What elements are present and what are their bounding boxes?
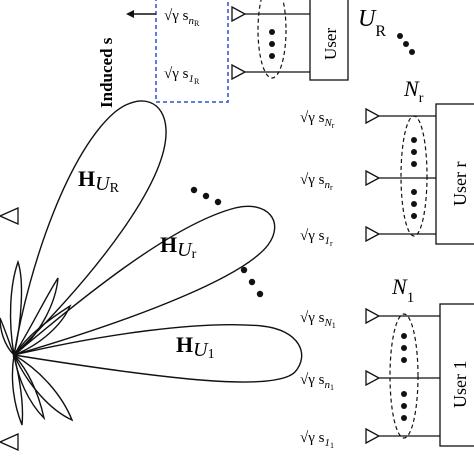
induced-signal-box xyxy=(155,0,229,103)
top-panel: Induced s √γ snR √γ s1R User UR xyxy=(97,0,415,108)
beam-lobe-Ur xyxy=(13,205,276,356)
user-box xyxy=(309,0,349,81)
svg-text:√γ s1R: √γ s1R xyxy=(164,66,200,86)
svg-text:√γ s1r: √γ s1r xyxy=(300,228,333,248)
induced-arrow-head xyxy=(126,10,134,18)
signal-row: √γ sNr xyxy=(300,107,436,130)
antenna-group-ellipse xyxy=(389,313,419,439)
bs-antenna-icon xyxy=(0,206,19,226)
antenna-icon xyxy=(231,63,247,81)
antenna-icon xyxy=(365,307,381,325)
top-signal-2: √γ s1R xyxy=(164,63,310,86)
side-lobe xyxy=(12,352,46,421)
induced-label: Induced s xyxy=(97,37,116,108)
antenna-icon xyxy=(231,5,247,23)
signal-row: √γ snr xyxy=(300,169,436,192)
antenna-icon xyxy=(365,369,381,387)
bs-antenna-icon xyxy=(0,432,19,452)
user-box xyxy=(435,103,474,245)
user-group-1: N1 √γ sN1 √γ sn1 √γ s11 User 1 xyxy=(300,274,474,450)
antenna-count-Nr: Nr xyxy=(403,76,424,106)
side-lobe xyxy=(13,277,59,356)
beam-label-Ur: HUr xyxy=(160,232,197,262)
group-label-UR: UR xyxy=(358,6,386,40)
side-lobe xyxy=(12,304,72,357)
beam-lobe-U1 xyxy=(13,324,303,383)
svg-text:√γ snr: √γ snr xyxy=(300,172,333,192)
side-lobe xyxy=(0,317,15,356)
svg-text:√γ sNr: √γ sNr xyxy=(300,110,335,130)
svg-text:√γ sN1: √γ sN1 xyxy=(300,310,336,330)
beam-lobe-UR xyxy=(12,100,167,358)
signal-row: √γ sn1 xyxy=(300,369,440,392)
signal-row: √γ s11 xyxy=(300,427,440,450)
svg-text:√γ sn1: √γ sn1 xyxy=(300,372,334,392)
antenna-icon xyxy=(365,225,381,243)
side-lobe xyxy=(11,354,24,426)
signal-row: √γ s1r xyxy=(300,225,436,248)
top-signal-1: √γ snR xyxy=(164,5,310,28)
svg-text:√γ snR: √γ snR xyxy=(164,8,200,28)
side-lobe xyxy=(12,353,74,422)
side-lobe xyxy=(9,259,23,356)
beam-pattern xyxy=(0,100,303,426)
beam-label-UR: HUR xyxy=(78,166,120,196)
antenna-group-ellipse xyxy=(257,0,287,79)
user-label: User 1 xyxy=(450,361,470,409)
user-label: User r xyxy=(450,162,470,206)
signal-row: √γ sN1 xyxy=(300,307,440,330)
user-label: User xyxy=(321,28,340,60)
antenna-icon xyxy=(365,427,381,445)
antenna-count-N1: N1 xyxy=(391,274,414,306)
user-group-r: Nr √γ sNr √γ snr √γ s1r User r xyxy=(300,76,474,248)
beam-ellipsis-dots xyxy=(190,186,264,298)
svg-text:√γ s11: √γ s11 xyxy=(300,430,334,450)
beam-label-U1: HU1 xyxy=(176,332,215,362)
antenna-icon xyxy=(365,169,381,187)
antenna-icon xyxy=(365,107,381,125)
user-box xyxy=(439,303,474,447)
antenna-group-ellipse xyxy=(400,115,428,237)
